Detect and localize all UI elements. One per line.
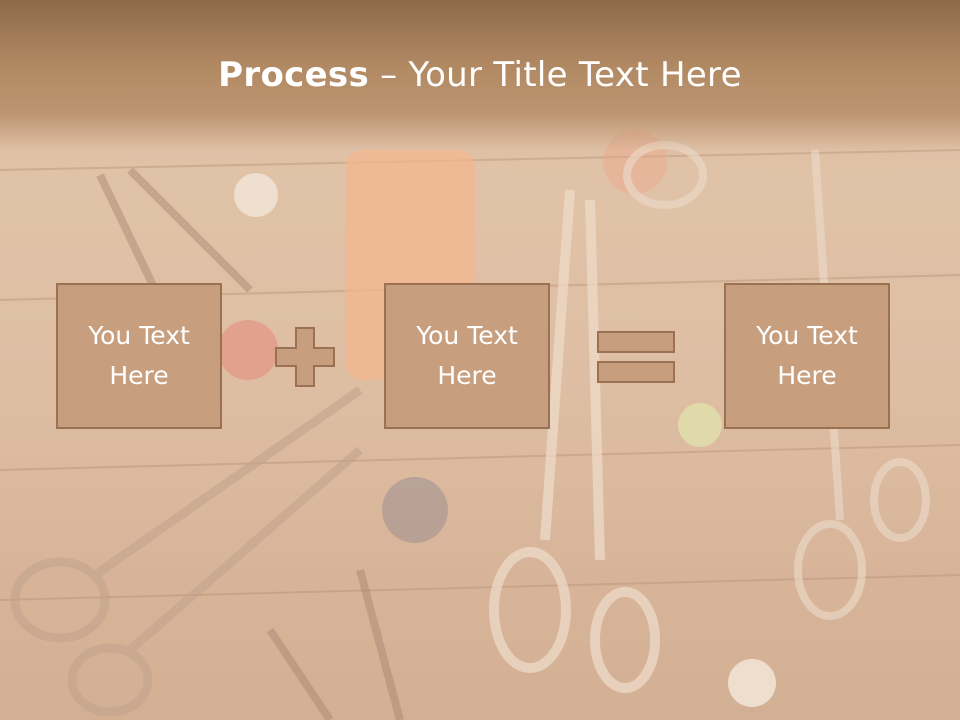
button-shape — [728, 659, 776, 707]
scissors-shape — [96, 167, 404, 720]
scissors-shape — [10, 386, 363, 717]
title-band — [0, 0, 960, 150]
process-box-2-text: You Text Here — [416, 321, 518, 390]
button-shape — [382, 477, 448, 543]
button-shape — [678, 403, 722, 447]
process-box-3-text: You Text Here — [756, 321, 858, 390]
process-box-1-text: You Text Here — [88, 321, 190, 390]
process-box-3[interactable]: You Text Here — [724, 283, 890, 429]
plus-icon — [275, 327, 335, 387]
scissors-shape — [489, 189, 660, 693]
process-box-1[interactable]: You Text Here — [56, 283, 222, 429]
slide-title[interactable]: Process – Your Title Text Here — [0, 52, 960, 98]
equals-icon — [597, 331, 675, 383]
button-shape — [234, 173, 278, 217]
process-box-2[interactable]: You Text Here — [384, 283, 550, 429]
button-shape — [218, 320, 278, 380]
title-bold-text: Process — [218, 55, 370, 95]
title-rest-text: – Your Title Text Here — [369, 55, 742, 95]
